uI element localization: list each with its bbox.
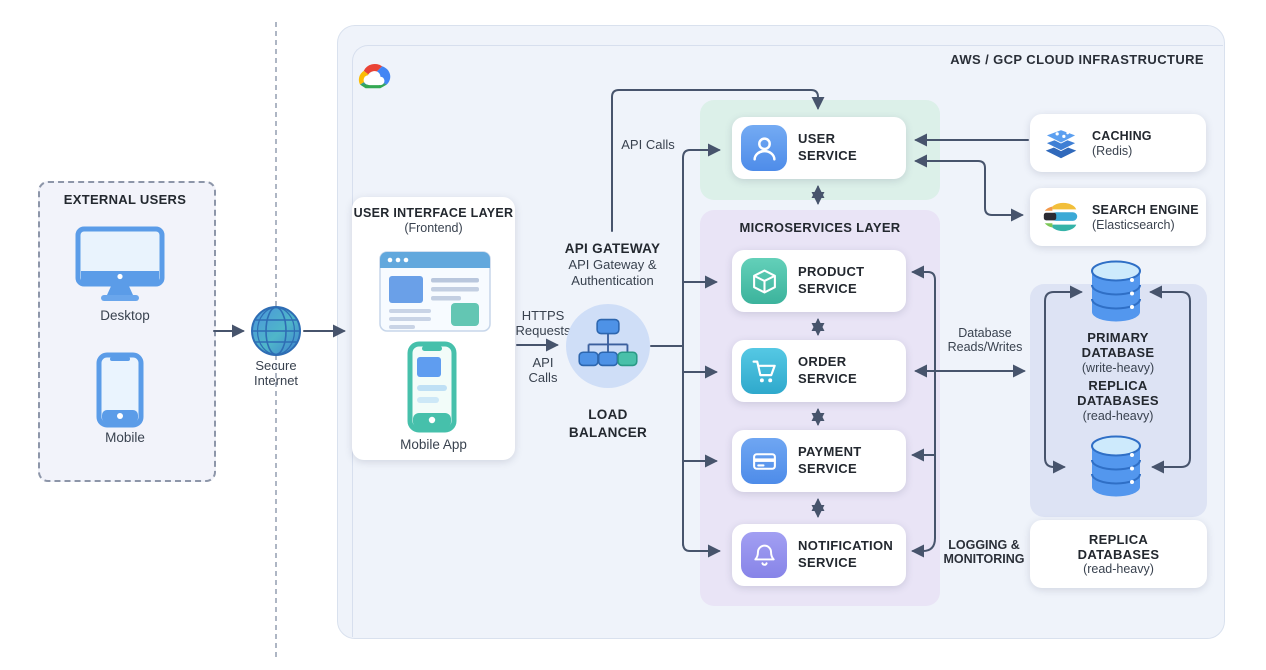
primary-database-label: PRIMARY DATABASE bbox=[1081, 330, 1155, 361]
elasticsearch-icon bbox=[1040, 196, 1082, 238]
user-service-card: USER SERVICE bbox=[732, 117, 906, 179]
replica-card-sublabel: (read-heavy) bbox=[1083, 562, 1154, 577]
external-users-title: EXTERNAL USERS bbox=[63, 192, 187, 207]
https-requests-label: HTTPS Requests bbox=[515, 308, 571, 338]
desktop-icon bbox=[74, 226, 166, 302]
desktop-label: Desktop bbox=[100, 308, 150, 323]
redis-icon bbox=[1040, 122, 1082, 164]
product-service-card: PRODUCT SERVICE bbox=[732, 250, 906, 312]
mobile-icon bbox=[96, 352, 144, 428]
cloud-title: AWS / GCP CLOUD INFRASTRUCTURE bbox=[950, 52, 1204, 67]
mobile-label: Mobile bbox=[105, 430, 145, 445]
google-cloud-logo bbox=[350, 56, 394, 93]
primary-database-icon bbox=[1088, 260, 1144, 324]
ui-layer-title: USER INTERFACE LAYER bbox=[353, 206, 514, 220]
secure-internet-label: Secure Internet bbox=[253, 358, 299, 388]
api-calls-label: API Calls bbox=[528, 355, 558, 385]
load-balancer-icon bbox=[566, 304, 650, 388]
mobile-app-icon bbox=[407, 341, 457, 433]
cube-icon bbox=[741, 258, 787, 304]
mobile-app-label: Mobile App bbox=[400, 437, 467, 452]
product-service-label: PRODUCT SERVICE bbox=[798, 264, 865, 296]
credit-card-icon bbox=[741, 438, 787, 484]
replica-databases-sublabel: (read-heavy) bbox=[1082, 409, 1154, 423]
replica-card-label: REPLICA DATABASES bbox=[1077, 531, 1160, 562]
api-gateway-title: API GATEWAY bbox=[564, 241, 661, 256]
search-engine-title: SEARCH ENGINE bbox=[1092, 202, 1199, 217]
api-calls-top-label: API Calls bbox=[621, 137, 675, 152]
globe-icon bbox=[249, 304, 303, 358]
payment-service-card: PAYMENT SERVICE bbox=[732, 430, 906, 492]
logging-monitoring-label: LOGGING & MONITORING bbox=[943, 538, 1025, 566]
cart-icon bbox=[741, 348, 787, 394]
browser-window-icon bbox=[379, 251, 491, 333]
bell-icon bbox=[741, 532, 787, 578]
caching-title: CACHING bbox=[1092, 128, 1152, 143]
replica-database-icon bbox=[1088, 435, 1144, 499]
replica-databases-card: REPLICA DATABASES (read-heavy) bbox=[1030, 520, 1207, 588]
user-service-label: USER SERVICE bbox=[798, 131, 857, 163]
ui-layer-subtitle: (Frontend) bbox=[404, 221, 463, 235]
api-gateway-subtitle: API Gateway & Authentication bbox=[568, 257, 657, 288]
replica-databases-label: REPLICA DATABASES bbox=[1077, 378, 1159, 409]
order-service-label: ORDER SERVICE bbox=[798, 354, 857, 386]
search-engine-card: SEARCH ENGINE (Elasticsearch) bbox=[1030, 188, 1206, 246]
caching-subtitle: (Redis) bbox=[1092, 144, 1133, 159]
order-service-card: ORDER SERVICE bbox=[732, 340, 906, 402]
database-reads-writes-label: Database Reads/Writes bbox=[947, 326, 1023, 354]
search-engine-subtitle: (Elasticsearch) bbox=[1092, 218, 1175, 233]
user-icon bbox=[741, 125, 787, 171]
load-balancer-label: LOAD BALANCER bbox=[568, 407, 648, 440]
caching-card: CACHING (Redis) bbox=[1030, 114, 1206, 172]
notification-service-card: NOTIFICATION SERVICE bbox=[732, 524, 906, 586]
notification-service-label: NOTIFICATION SERVICE bbox=[798, 538, 894, 570]
primary-database-sublabel: (write-heavy) bbox=[1081, 361, 1155, 375]
payment-service-label: PAYMENT SERVICE bbox=[798, 444, 862, 476]
microservices-layer-title: MICROSERVICES LAYER bbox=[739, 220, 901, 235]
